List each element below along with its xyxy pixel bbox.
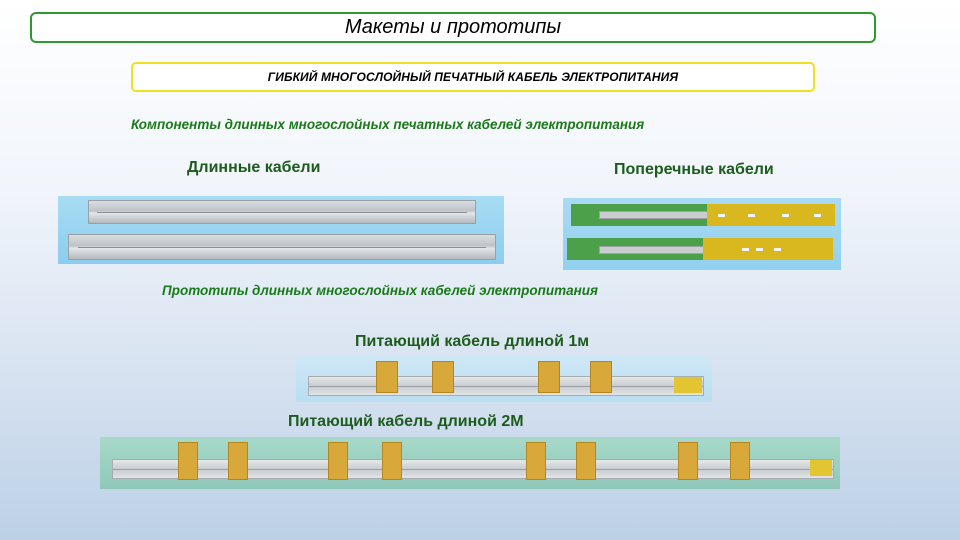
cable-1m-photo bbox=[296, 356, 712, 402]
cable-1m-tab bbox=[376, 361, 398, 393]
cable-1m-tab bbox=[538, 361, 560, 393]
cable-1m-strip bbox=[308, 376, 704, 396]
title-box: Макеты и прототипы bbox=[30, 12, 876, 43]
cable-2m-tab bbox=[576, 442, 596, 480]
subtitle-box: ГИБКИЙ МНОГОСЛОЙНЫЙ ПЕЧАТНЫЙ КАБЕЛЬ ЭЛЕК… bbox=[131, 62, 815, 92]
long-cables-label: Длинные кабели bbox=[187, 159, 321, 176]
cable-2m-tab bbox=[382, 442, 402, 480]
cable-2m-tab bbox=[228, 442, 248, 480]
page-title: Макеты и прототипы bbox=[344, 16, 562, 38]
cable-2m-tab bbox=[678, 442, 698, 480]
cable-2m-tab bbox=[178, 442, 198, 480]
long-cable-strip-1 bbox=[88, 200, 476, 224]
cross-cables-label: Поперечные кабели bbox=[614, 161, 774, 178]
cable-2m-strip bbox=[112, 459, 834, 479]
long-cables-photo bbox=[58, 196, 504, 264]
cable-2m-tab bbox=[328, 442, 348, 480]
cable-1m-tab bbox=[432, 361, 454, 393]
cross-cables-photo bbox=[563, 198, 841, 270]
cable-1m-tab bbox=[590, 361, 612, 393]
cable-2m-end bbox=[810, 460, 832, 476]
components-heading: Компоненты длинных многослойных печатных… bbox=[131, 117, 645, 132]
cross-cable-pcb-1 bbox=[571, 204, 835, 226]
cable-1m-end bbox=[674, 377, 702, 393]
page-subtitle: ГИБКИЙ МНОГОСЛОЙНЫЙ ПЕЧАТНЫЙ КАБЕЛЬ ЭЛЕК… bbox=[267, 70, 679, 84]
cable-2m-tab bbox=[730, 442, 750, 480]
cable-2m-label: Питающий кабель длиной 2М bbox=[288, 413, 524, 430]
cable-2m-photo bbox=[100, 437, 840, 489]
long-cable-strip-2 bbox=[68, 234, 496, 260]
cross-cable-pcb-2 bbox=[567, 238, 833, 260]
cable-1m-label: Питающий кабель длиной 1м bbox=[355, 333, 590, 350]
cable-2m-tab bbox=[526, 442, 546, 480]
prototypes-heading: Прототипы длинных многослойных кабелей э… bbox=[162, 283, 598, 298]
